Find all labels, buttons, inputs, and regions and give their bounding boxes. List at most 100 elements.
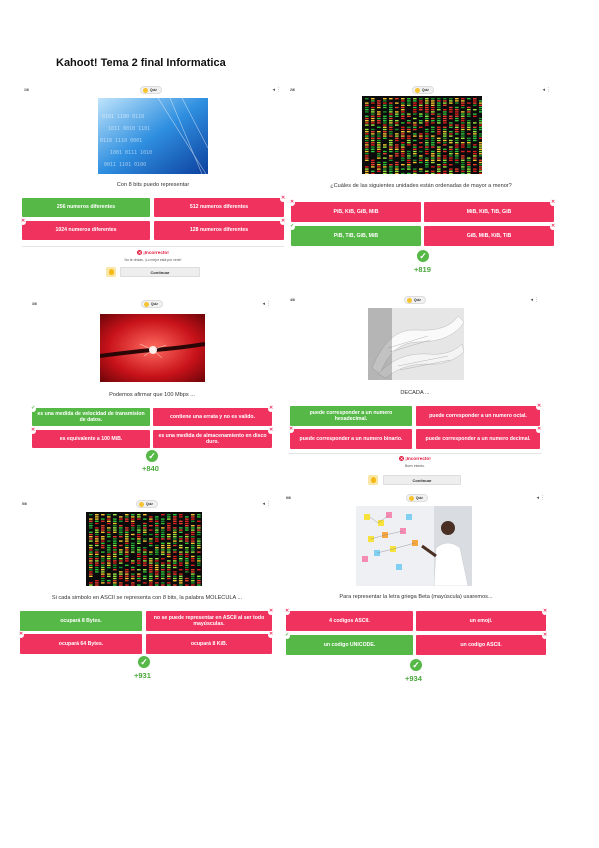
answer-label: un emoji. — [469, 617, 493, 624]
quiz-label: Quiz — [414, 298, 421, 302]
question-counter: 2/6 — [290, 88, 295, 92]
question-text: Con 8 bits puedo representar — [116, 182, 190, 188]
quiz-pill: Quiz — [404, 296, 426, 304]
card-topbar: 4/6 Quiz ◂⋮ — [288, 296, 542, 306]
check-icon: ✓ — [284, 633, 290, 639]
answer-label: ocupará 64 Bytes. — [58, 640, 104, 647]
answer-label: es equivalente a 100 MiB. — [59, 435, 123, 442]
feedback-incorrect: ✕¡Incorrecto! — [22, 250, 284, 256]
answer-3[interactable]: ✓PiB, TiB, GiB, MiB — [289, 224, 421, 246]
svg-text:1011 0010 1101: 1011 0010 1101 — [108, 126, 150, 132]
question-text: ¿Cuáles de las siguientes unidades están… — [330, 183, 512, 189]
answer-label: no se puede representar en ASCII al ser … — [153, 614, 265, 628]
x-icon: ✕ — [399, 456, 405, 462]
avatar — [368, 475, 378, 485]
answer-4[interactable]: ✕128 numeros diferentes — [154, 219, 286, 240]
check-icon: ✓ — [30, 406, 36, 412]
answer-2[interactable]: ✕un emoji. — [416, 609, 548, 631]
answer-label: 256 numeros diferentes — [56, 204, 116, 211]
lightbulb-icon — [144, 302, 149, 308]
x-icon: ✕ — [542, 633, 548, 639]
lightbulb-icon — [139, 502, 144, 508]
check-icon: ✓ — [410, 659, 422, 671]
answer-label: es una medida de almacenamiento en disco… — [158, 432, 267, 446]
question-text: DECADA ... — [400, 390, 430, 396]
answer-3[interactable]: ✕ 1024 numeros diferentes — [20, 219, 150, 240]
volume-menu-icons[interactable]: ◂⋮ — [262, 501, 272, 507]
score: +931 — [134, 671, 151, 680]
answer-label: puede corresponder a un numero octal. — [429, 412, 527, 419]
quiz-label: Quiz — [150, 88, 157, 92]
lightbulb-icon — [407, 298, 412, 304]
quiz-pill: Quiz — [140, 86, 162, 94]
volume-menu-icons[interactable]: ◂⋮ — [262, 301, 272, 307]
volume-menu-icons[interactable]: ◂⋮ — [530, 297, 540, 303]
answer-1[interactable]: ✕PiB, KiB, GiB, MiB — [289, 200, 421, 222]
x-icon: ✕ — [30, 428, 36, 434]
score: +934 — [405, 674, 422, 683]
answer-4[interactable]: ✕un codigo ASCII. — [416, 633, 548, 655]
question-text: Para representar la letra griega Beta (m… — [339, 594, 493, 600]
question-text: Si cada simbolo en ASCII se representa c… — [51, 595, 243, 601]
answer-2[interactable]: ✕no se puede representar en ASCII al ser… — [146, 609, 274, 631]
data-visualization-image — [86, 512, 202, 586]
continue-button[interactable]: Continuar — [120, 267, 200, 277]
answer-label: puede corresponder a un numero decimal. — [425, 435, 531, 442]
answer-2[interactable]: ✕puede corresponder a un numero octal. — [416, 404, 542, 426]
quiz-pill: Quiz — [412, 86, 434, 94]
svg-text:0110 1110 0001: 0110 1110 0001 — [100, 138, 142, 144]
answer-label: un codigo UNICODE. — [323, 641, 376, 648]
answer-4[interactable]: ✕ocupará 8 KiB. — [146, 632, 274, 654]
answer-1[interactable]: 256 numeros diferentes — [22, 198, 150, 217]
answer-label: MiB, KiB, TiB, GiB — [466, 208, 512, 215]
check-icon: ✓ — [417, 250, 429, 262]
answer-4[interactable]: ✕puede corresponder a un numero decimal. — [416, 427, 542, 449]
answer-2[interactable]: ✕MiB, KiB, TiB, GiB — [424, 200, 556, 222]
answer-label: puede corresponder a un numero binario. — [299, 435, 403, 442]
answer-label: ocupará 8 KiB. — [190, 640, 228, 647]
question-counter: 5/6 — [22, 502, 27, 506]
quiz-label: Quiz — [422, 88, 429, 92]
lightbulb-icon — [143, 88, 148, 94]
check-icon: ✓ — [138, 656, 150, 668]
card-topbar: 2/6 Quiz ◂⋮ — [288, 86, 554, 96]
answer-label: GiB, MiB, KiB, TiB — [466, 232, 512, 239]
answer-1[interactable]: ✓es una medida de velocidad de transmisi… — [30, 406, 150, 426]
answer-1[interactable]: ocupará 8 Bytes. — [20, 611, 142, 631]
answer-label: 1024 numeros diferentes — [55, 227, 117, 234]
answer-label: PiB, KiB, GiB, MiB — [333, 208, 379, 215]
avatar — [106, 267, 116, 277]
quiz-pill: Quiz — [406, 494, 428, 502]
answer-label: ocupará 8 Bytes. — [60, 617, 102, 624]
paper-roll-image — [368, 308, 464, 380]
continue-button[interactable]: Continuar — [383, 475, 461, 485]
answer-3[interactable]: ✕ es equivalente a 100 MiB. — [30, 428, 150, 448]
answer-label: 512 numeros diferentes — [189, 204, 249, 211]
question-counter: 6/6 — [286, 496, 291, 500]
answer-4[interactable]: ✕GiB, MiB, KiB, TiB — [424, 224, 556, 246]
volume-menu-icons[interactable]: ◂⋮ — [542, 87, 552, 93]
quiz-label: Quiz — [151, 302, 158, 306]
question-text: Podemos afirmar que 100 Mbps ... — [109, 392, 195, 398]
answer-4[interactable]: ✕es una medida de almacenamiento en disc… — [153, 428, 274, 448]
quiz-card-6: 6/6 Quiz ◂⋮ Para representar la letra gr… — [284, 494, 548, 690]
answer-3[interactable]: ✕puede corresponder a un numero binario. — [288, 427, 412, 449]
question-counter: 4/6 — [290, 298, 295, 302]
volume-menu-icons[interactable]: ◂⋮ — [272, 87, 282, 93]
feedback-label: ¡Incorrecto! — [405, 456, 431, 461]
answer-3[interactable]: ✓ un codigo UNICODE. — [284, 633, 413, 655]
answer-2[interactable]: ✕512 numeros diferentes — [154, 196, 286, 217]
answer-label: 128 numeros diferentes — [189, 227, 249, 234]
x-icon: ✕ — [284, 609, 290, 615]
x-icon: ✕ — [20, 219, 26, 225]
answer-2[interactable]: ✕contiene una errata y no es valido. — [153, 406, 274, 426]
answer-3[interactable]: ✕ocupará 64 Bytes. — [18, 632, 142, 654]
x-icon: ✕ — [137, 250, 143, 256]
document-title: Kahoot! Tema 2 final Informatica — [56, 57, 226, 69]
answer-1[interactable]: ✕4 codigos ASCII. — [284, 609, 413, 631]
x-icon: ✕ — [268, 609, 274, 615]
answer-1[interactable]: puede corresponder a un numero hexadecim… — [290, 406, 412, 426]
volume-menu-icons[interactable]: ◂⋮ — [536, 495, 546, 501]
answer-label: es una medida de velocidad de transmisio… — [37, 410, 145, 424]
